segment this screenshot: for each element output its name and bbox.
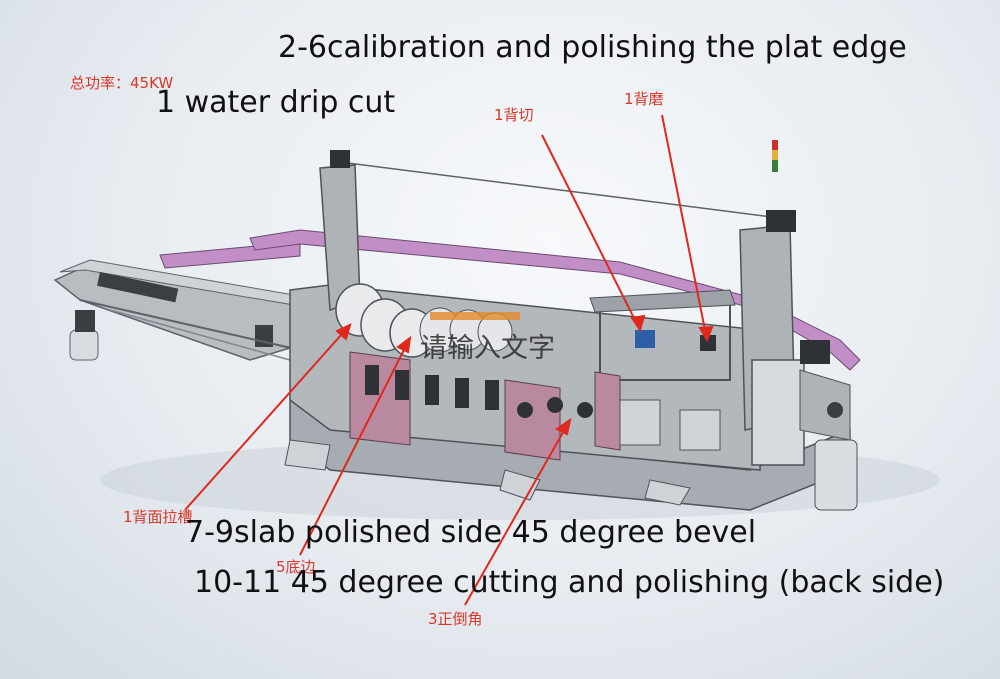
left-conveyor xyxy=(53,241,301,361)
watermark-text: 请输入文字 xyxy=(420,333,555,364)
right-section xyxy=(284,340,858,511)
annotation-arrows xyxy=(184,114,714,606)
back-grind-label: 1背磨 xyxy=(624,90,664,108)
arrow-back-cut xyxy=(541,134,641,331)
arrow-back-grind xyxy=(661,114,708,341)
arrow-bottom-edge xyxy=(299,337,411,556)
bottom-edge-label: 5底边 xyxy=(276,558,316,576)
back-groove-label: 1背面拉槽 xyxy=(123,508,193,526)
arrow-back-groove xyxy=(184,324,351,511)
total-power-label: 总功率：45KW xyxy=(70,74,174,92)
arrow-front-chamfer xyxy=(464,419,571,606)
front-chamfer-label: 3正倒角 xyxy=(428,610,483,628)
back-cut-label: 1背切 xyxy=(494,106,534,124)
cutting-polishing-label: 10-11 45 degree cutting and polishing (b… xyxy=(194,565,945,600)
water-drip-label: 1 water drip cut xyxy=(156,85,396,120)
calibration-title: 2-6calibration and polishing the plat ed… xyxy=(278,30,907,65)
polishing-motors xyxy=(335,283,721,451)
slab-polished-label: 7-9slab polished side 45 degree bevel xyxy=(185,515,757,550)
